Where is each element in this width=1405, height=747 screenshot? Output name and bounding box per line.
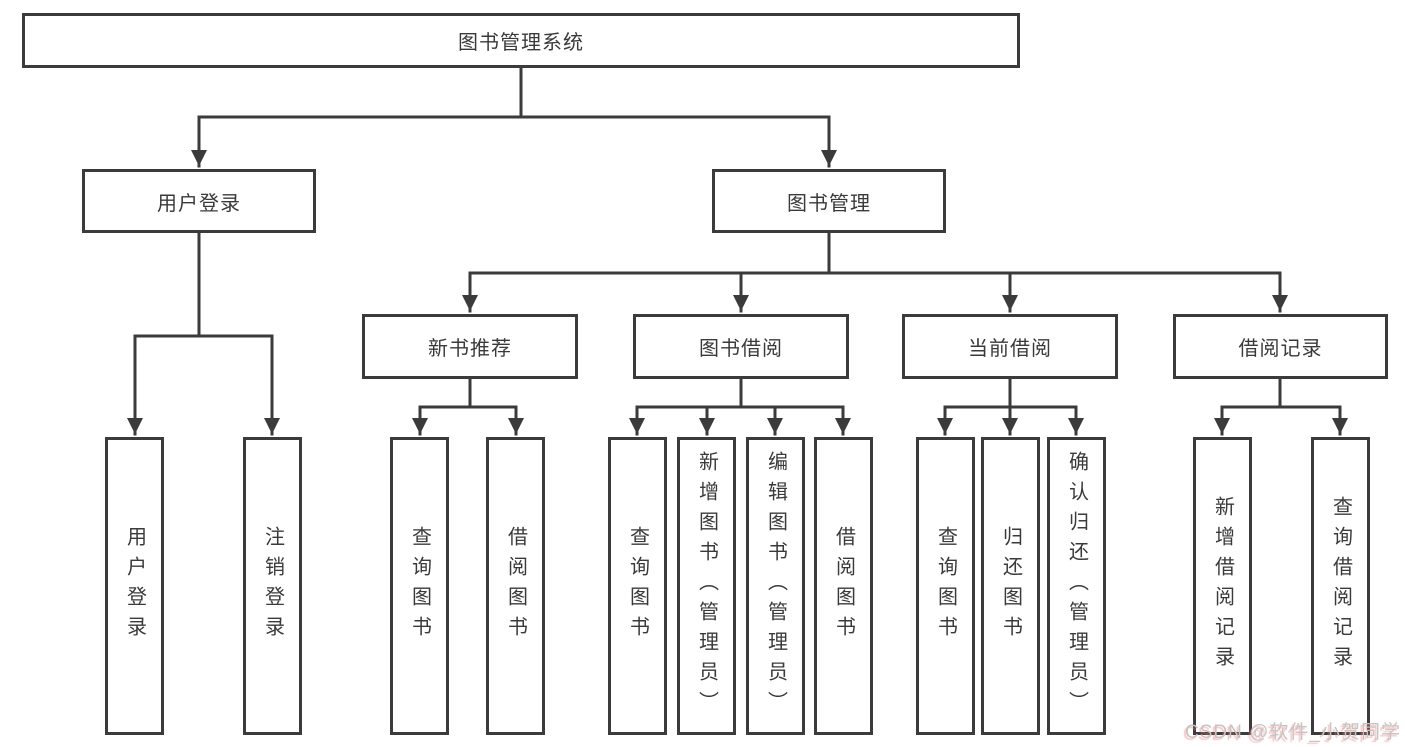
leaf-label: 编辑图书（管理员） xyxy=(764,451,787,721)
node-current-borrowing: 当前借阅 xyxy=(902,314,1118,379)
leaf-search-books-borrowing: 查询图书 xyxy=(608,437,667,735)
node-label: 新书推荐 xyxy=(428,338,512,360)
node-book-management: 图书管理 xyxy=(712,169,946,233)
leaf-search-books-current: 查询图书 xyxy=(916,437,975,735)
node-label: 当前借阅 xyxy=(968,338,1052,360)
leaf-confirm-return-admin: 确认归还（管理员） xyxy=(1047,437,1106,735)
leaf-label: 归还图书 xyxy=(999,526,1022,646)
node-borrow-records: 借阅记录 xyxy=(1173,314,1388,379)
leaf-label: 查询图书 xyxy=(408,526,431,646)
node-new-book-recommendation: 新书推荐 xyxy=(362,314,578,379)
leaf-search-borrow-record: 查询借阅记录 xyxy=(1311,437,1370,735)
leaf-label: 查询图书 xyxy=(626,526,649,646)
leaf-add-books-admin: 新增图书（管理员） xyxy=(677,437,736,735)
leaf-borrow-books-recommendation: 借阅图书 xyxy=(486,437,545,735)
leaf-edit-books-admin: 编辑图书（管理员） xyxy=(746,437,805,735)
leaf-logout: 注销登录 xyxy=(243,437,302,735)
leaf-label: 借阅图书 xyxy=(832,526,855,646)
node-book-borrowing: 图书借阅 xyxy=(633,314,849,379)
leaf-borrow-books: 借阅图书 xyxy=(814,437,873,735)
leaf-label: 确认归还（管理员） xyxy=(1065,451,1088,721)
node-label: 图书管理 xyxy=(787,192,871,215)
node-user-login: 用户登录 xyxy=(82,169,316,233)
leaf-label: 查询图书 xyxy=(934,526,957,646)
node-label: 借阅记录 xyxy=(1238,338,1323,360)
node-label: 图书借阅 xyxy=(699,338,783,360)
leaf-label: 用户登录 xyxy=(123,526,146,646)
leaf-label: 注销登录 xyxy=(261,526,284,646)
node-label: 用户登录 xyxy=(157,192,241,215)
leaf-label: 借阅图书 xyxy=(504,526,527,646)
csdn-watermark: CSDN @软件_小贺同学 xyxy=(1185,722,1401,743)
leaf-label: 查询借阅记录 xyxy=(1329,496,1352,676)
leaf-add-borrow-record: 新增借阅记录 xyxy=(1193,437,1252,735)
leaf-return-books: 归还图书 xyxy=(981,437,1040,735)
leaf-label: 新增图书（管理员） xyxy=(695,451,718,721)
leaf-label: 新增借阅记录 xyxy=(1211,496,1234,676)
leaf-user-login: 用户登录 xyxy=(105,437,164,735)
leaf-search-books-recommendation: 查询图书 xyxy=(390,437,449,735)
node-label: 图书管理系统 xyxy=(458,32,584,54)
node-library-management-system: 图书管理系统 xyxy=(22,13,1020,68)
